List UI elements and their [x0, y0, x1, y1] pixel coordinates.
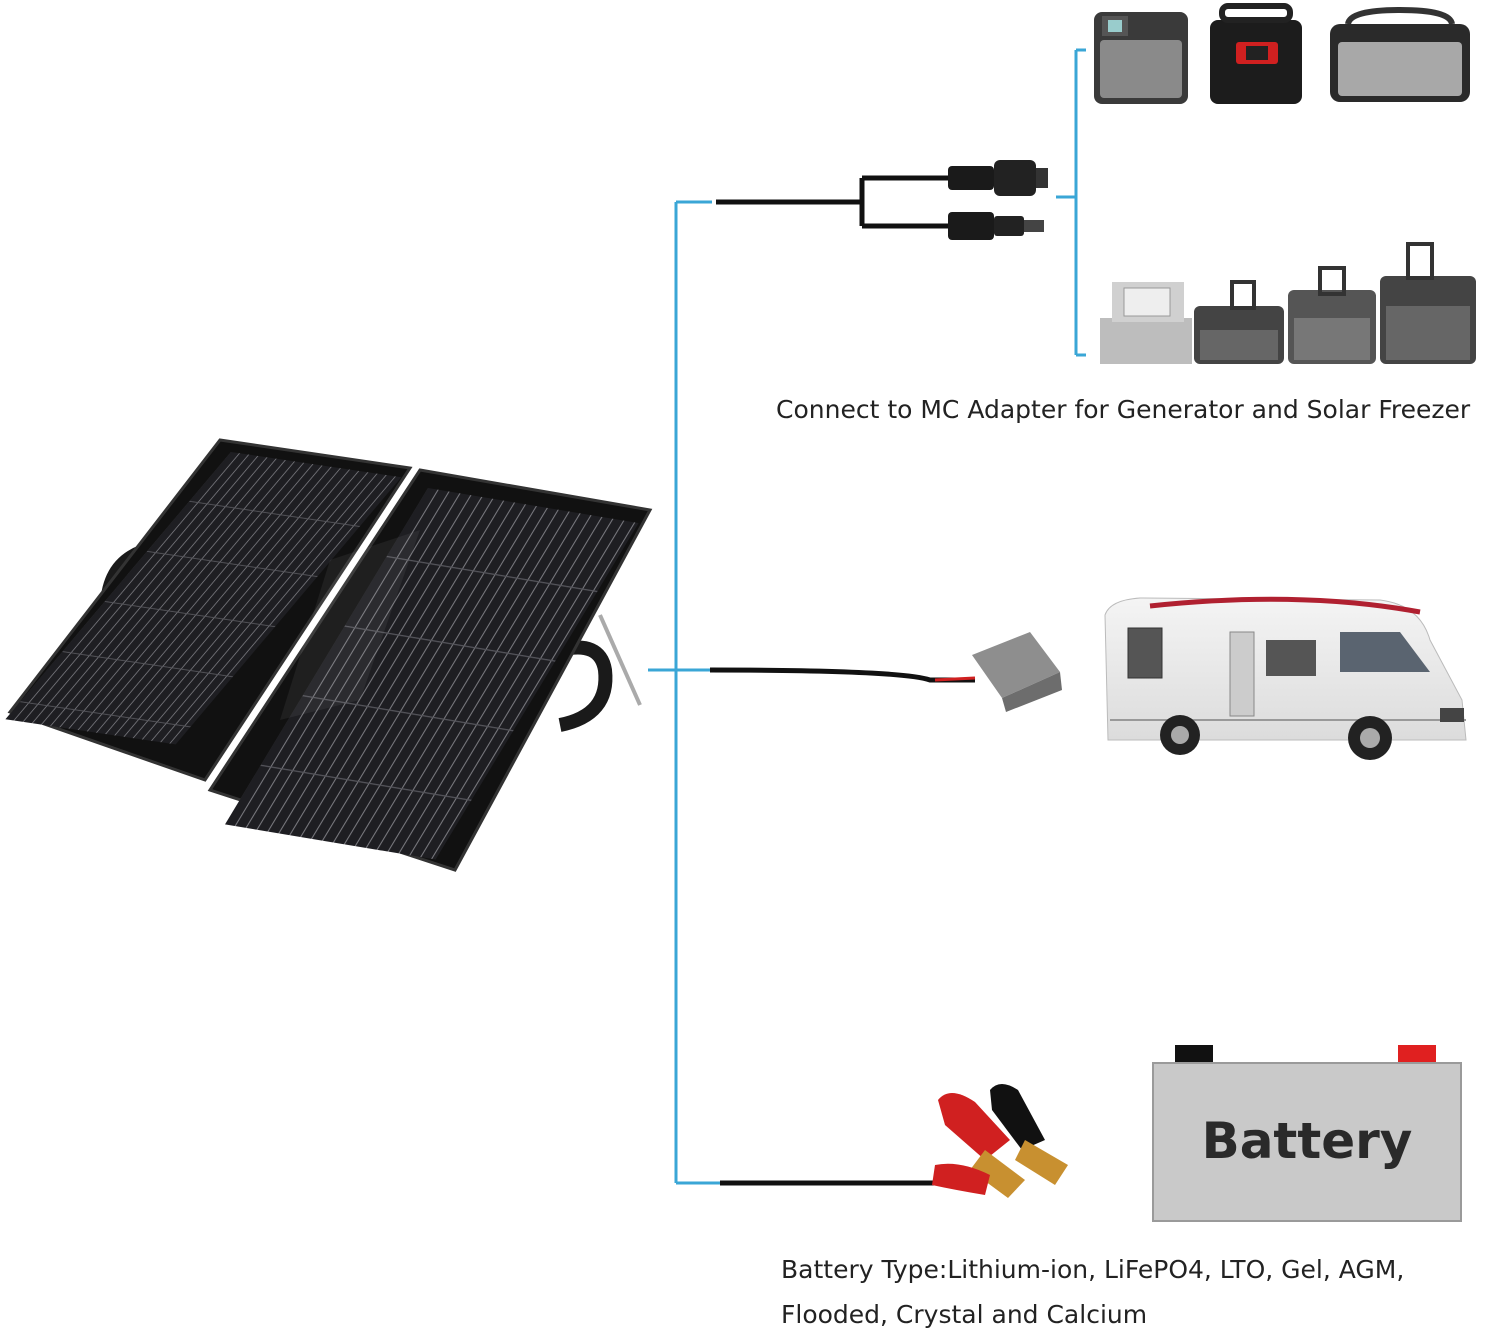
- alligator-clip-icon: [720, 1084, 1068, 1198]
- anderson-plug-icon: [709, 632, 1062, 712]
- battery-type-caption-line1: Battery Type:Lithium-ion, LiFePO4, LTO, …: [781, 1255, 1405, 1284]
- mc-adapter-caption: Connect to MC Adapter for Generator and …: [776, 395, 1471, 424]
- battery-negative-terminal: [1175, 1045, 1213, 1065]
- battery-label: Battery: [1202, 1112, 1413, 1170]
- battery-positive-terminal: [1398, 1045, 1436, 1065]
- solar-freezer-icon: [1100, 242, 1476, 364]
- battery-type-caption-line2: Flooded, Crystal and Calcium: [781, 1300, 1148, 1329]
- motorhome-icon: [1104, 596, 1467, 760]
- battery-icon: Battery: [1152, 1045, 1462, 1222]
- mc4-connector-icon: [716, 160, 1048, 240]
- power-station-icon: [1094, 3, 1470, 104]
- distribution-lines: [648, 48, 1086, 1185]
- solar-panel-icon: [5, 438, 653, 872]
